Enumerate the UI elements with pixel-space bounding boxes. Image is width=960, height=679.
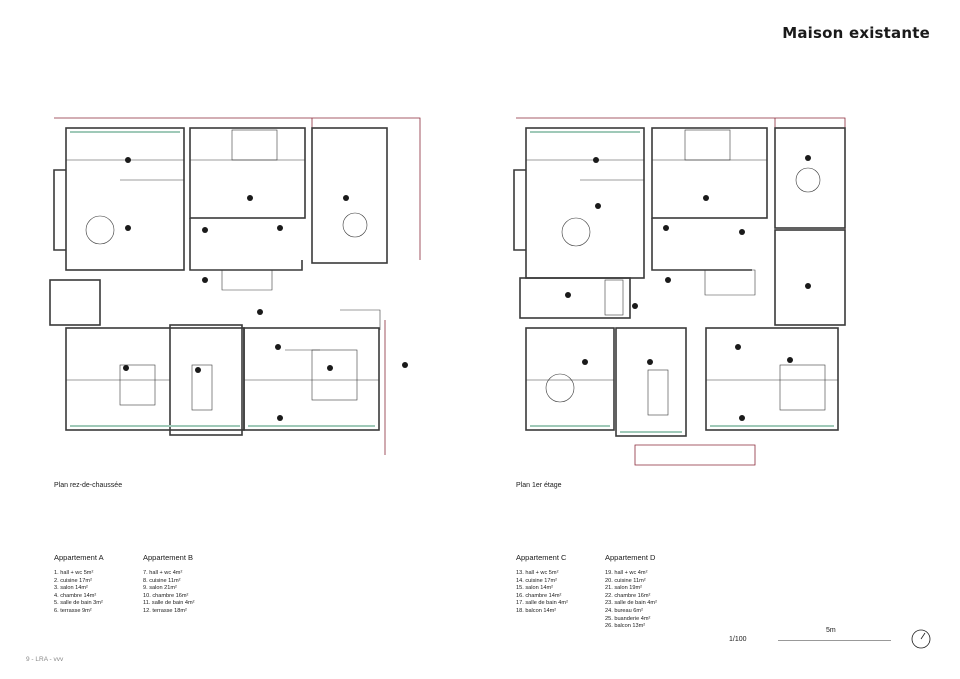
- room-item: 1. hall + wc 5m²: [54, 570, 94, 576]
- room-item: 6. terrasse 9m²: [54, 607, 92, 614]
- room-item: 5. salle de bain 3m²: [54, 600, 103, 607]
- apartment-d-legend: Appartement D 19. hall + wc 4m² 20. cuis…: [605, 553, 657, 631]
- room-item: 10. chambre 16m²: [143, 592, 189, 599]
- ground-floor-plan: [49, 117, 421, 455]
- page-footer: 9 - LRA - vvv: [26, 656, 64, 663]
- room-item: 24. bureau 6m²: [605, 607, 643, 614]
- apartment-name: Appartement A: [54, 553, 104, 562]
- apartment-name: Appartement C: [516, 553, 567, 562]
- room-item: 4. chambre 14m²: [54, 592, 97, 599]
- room-item: 9. salon 21m²: [143, 585, 177, 592]
- room-item: 2. cuisine 17m²: [54, 577, 92, 584]
- room-item: 23. salle de bain 4m²: [605, 600, 657, 607]
- room-item: 8. cuisine 11m²: [143, 577, 181, 584]
- page-title: Maison existante: [782, 24, 930, 42]
- first-floor-plan: [513, 117, 846, 466]
- scale-bar: [778, 640, 891, 641]
- room-item: 22. chambre 16m²: [605, 592, 651, 599]
- room-item: 15. salon 14m²: [516, 585, 554, 592]
- apartment-b-legend: Appartement B 7. hall + wc 4m² 8. cuisin…: [143, 553, 195, 616]
- room-item: 14. cuisine 17m²: [516, 577, 558, 584]
- room-item: 12. terrasse 18m²: [143, 607, 187, 614]
- room-item: 20. cuisine 11m²: [605, 577, 646, 584]
- apartment-c-legend: Appartement C 13. hall + wc 5m² 14. cuis…: [516, 553, 568, 616]
- scale-ratio: 1/100: [729, 636, 747, 643]
- room-item: 19. hall + wc 4m²: [605, 570, 648, 576]
- room-item: 11. salle de bain 4m²: [143, 600, 195, 607]
- room-item: 25. buanderie 4m²: [605, 615, 651, 622]
- room-item: 17. salle de bain 4m²: [516, 600, 568, 607]
- room-item: 26. balcon 13m²: [605, 623, 646, 630]
- room-item: 16. chambre 14m²: [516, 592, 562, 599]
- room-item: 21. salon 19m²: [605, 585, 643, 592]
- apartment-name: Appartement B: [143, 553, 194, 562]
- ground-floor-caption: Plan rez-de-chaussée: [54, 482, 123, 489]
- room-item: 18. balcon 14m²: [516, 607, 557, 614]
- first-floor-caption: Plan 1er étage: [516, 482, 562, 489]
- room-item: 7. hall + wc 4m²: [143, 570, 183, 576]
- room-item: 3. salon 14m²: [54, 585, 88, 592]
- apartment-a-legend: Appartement A 1. hall + wc 5m² 2. cuisin…: [54, 553, 104, 616]
- apartment-name: Appartement D: [605, 553, 656, 562]
- room-item: 13. hall + wc 5m²: [516, 570, 559, 576]
- north-arrow-icon: [911, 629, 931, 649]
- scale-length: 5m: [826, 627, 836, 634]
